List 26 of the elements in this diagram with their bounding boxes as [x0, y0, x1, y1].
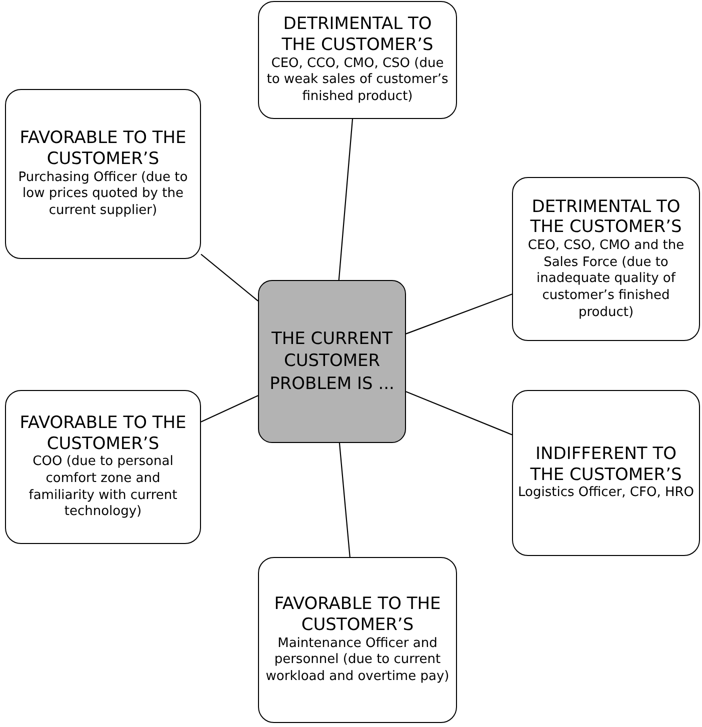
connector-line	[200, 395, 258, 422]
stakeholder-box	[258, 1, 457, 119]
box-heading: INDIFFERENT TO THE CUSTOMER’S	[529, 444, 683, 486]
connector-line	[338, 118, 354, 280]
central-text: THE CURRENT CUSTOMER PROBLEM IS ...	[268, 328, 396, 395]
box-heading: FAVORABLE TO THE CUSTOMER’S	[273, 594, 442, 636]
box-body-text: Purchasing Officer (due to low prices quoted by the current supplier)	[17, 170, 189, 220]
stakeholder-box	[258, 557, 457, 723]
box-heading: FAVORABLE TO THE CUSTOMER’S	[18, 413, 188, 454]
central-box	[258, 280, 406, 443]
box-body-text: CEO, CSO, CMO and the Sales Force (due to inadequate quality of customer’s finished product)	[526, 238, 686, 322]
box-heading: DETRIMENTAL TO THE CUSTOMER’S	[529, 196, 683, 238]
connector-line	[406, 391, 512, 436]
stakeholder-box	[5, 390, 201, 544]
stakeholder-box	[512, 177, 700, 341]
connector-line	[406, 294, 512, 334]
box-body-text: Logistics Officer, CFO, HRO	[518, 485, 694, 502]
box-body-text: Maintenance Officer and personnel (due to current workload and overtime pay)	[264, 636, 450, 686]
box-heading: FAVORABLE TO THE CUSTOMER’S	[18, 128, 188, 170]
box-body-text: COO (due to personal comfort zone and familiarity with current technology)	[28, 454, 178, 521]
box-heading: DETRIMENTAL TO THE CUSTOMER’S	[280, 14, 434, 56]
stakeholder-box	[5, 89, 201, 259]
connector-line	[200, 254, 258, 302]
stakeholder-box	[512, 390, 700, 556]
connector-line	[338, 442, 350, 558]
box-body-text: CEO, CCO, CMO, CSO (due to weak sales of customer’s finished product)	[266, 56, 450, 106]
